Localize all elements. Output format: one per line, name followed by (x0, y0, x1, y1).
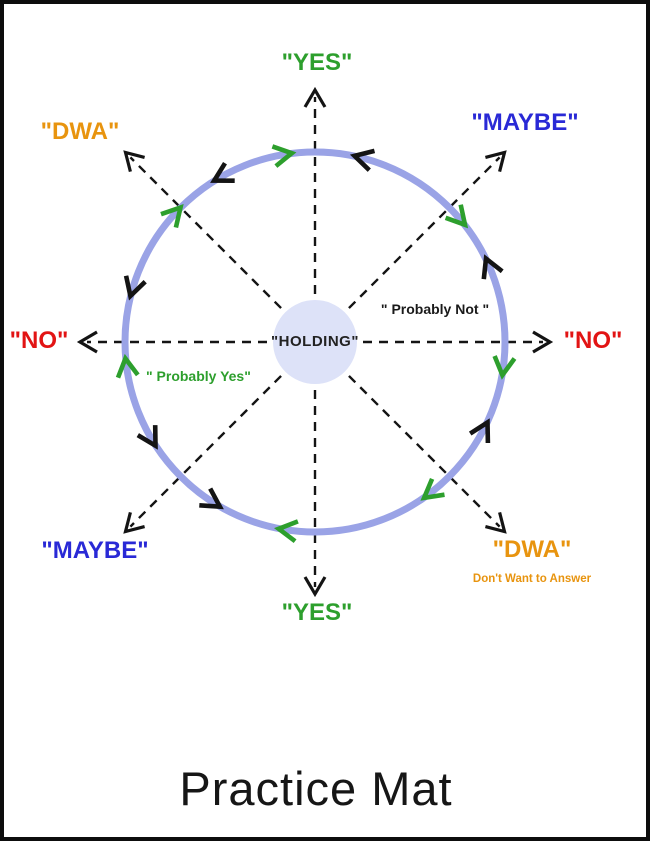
label-dwa-subtitle: Don't Want to Answer (472, 573, 592, 585)
ray-arrowhead-icon (123, 150, 145, 172)
label-maybe-bottom-left: "MAYBE" (41, 537, 149, 564)
ray-arrowhead-icon (485, 150, 507, 172)
label-yes-top: "YES" (281, 49, 353, 76)
pendulum-diagram (76, 86, 554, 598)
dashed-ray (129, 341, 316, 528)
label-probably-not: " Probably Not " (380, 301, 490, 317)
label-yes-bottom: "YES" (281, 599, 353, 626)
dashed-ray (314, 341, 501, 528)
ray-arrowhead-icon (76, 330, 98, 354)
label-probably-yes: " Probably Yes" (146, 368, 251, 384)
circle-arrow-icon (123, 275, 147, 301)
label-maybe-top-right: "MAYBE" (471, 109, 579, 136)
holding-circle (273, 300, 357, 384)
ray-arrowhead-icon (532, 330, 554, 354)
circle-arrow-icon (481, 254, 504, 280)
circle-arrow-icon (349, 148, 376, 172)
circle-arrow-icon (115, 353, 140, 379)
page-title: Practice Mat (179, 762, 453, 815)
label-no-left: "NO" (9, 327, 69, 354)
circle-arrow-icon (274, 519, 299, 544)
circle-arrow-icon (210, 161, 235, 183)
circle-arrow-icon (492, 355, 517, 380)
label-holding: "HOLDING" (271, 333, 359, 350)
ray-arrowhead-icon (485, 512, 507, 534)
circle-arrow-icon (160, 203, 184, 229)
label-dwa-top-left: "DWA" (40, 118, 120, 145)
ray-arrowhead-icon (303, 86, 327, 108)
circle-arrow-icon (420, 478, 445, 501)
circle-arrow-icon (444, 204, 469, 229)
circle-arrow-icon (468, 418, 491, 444)
main-circle (121, 148, 509, 536)
circle-arrow-icon (271, 144, 297, 168)
circle-arrow-icon (199, 487, 224, 510)
label-no-right: "NO" (563, 327, 623, 354)
label-dwa-bottom-right: "DWA" (492, 536, 572, 563)
ray-arrowhead-icon (303, 576, 327, 598)
circle-arrow-icon (136, 425, 158, 450)
dashed-ray (314, 156, 501, 343)
circle-arrow-icons (115, 144, 517, 544)
ray-arrowhead-icon (123, 512, 145, 534)
dashed-ray (129, 156, 316, 343)
